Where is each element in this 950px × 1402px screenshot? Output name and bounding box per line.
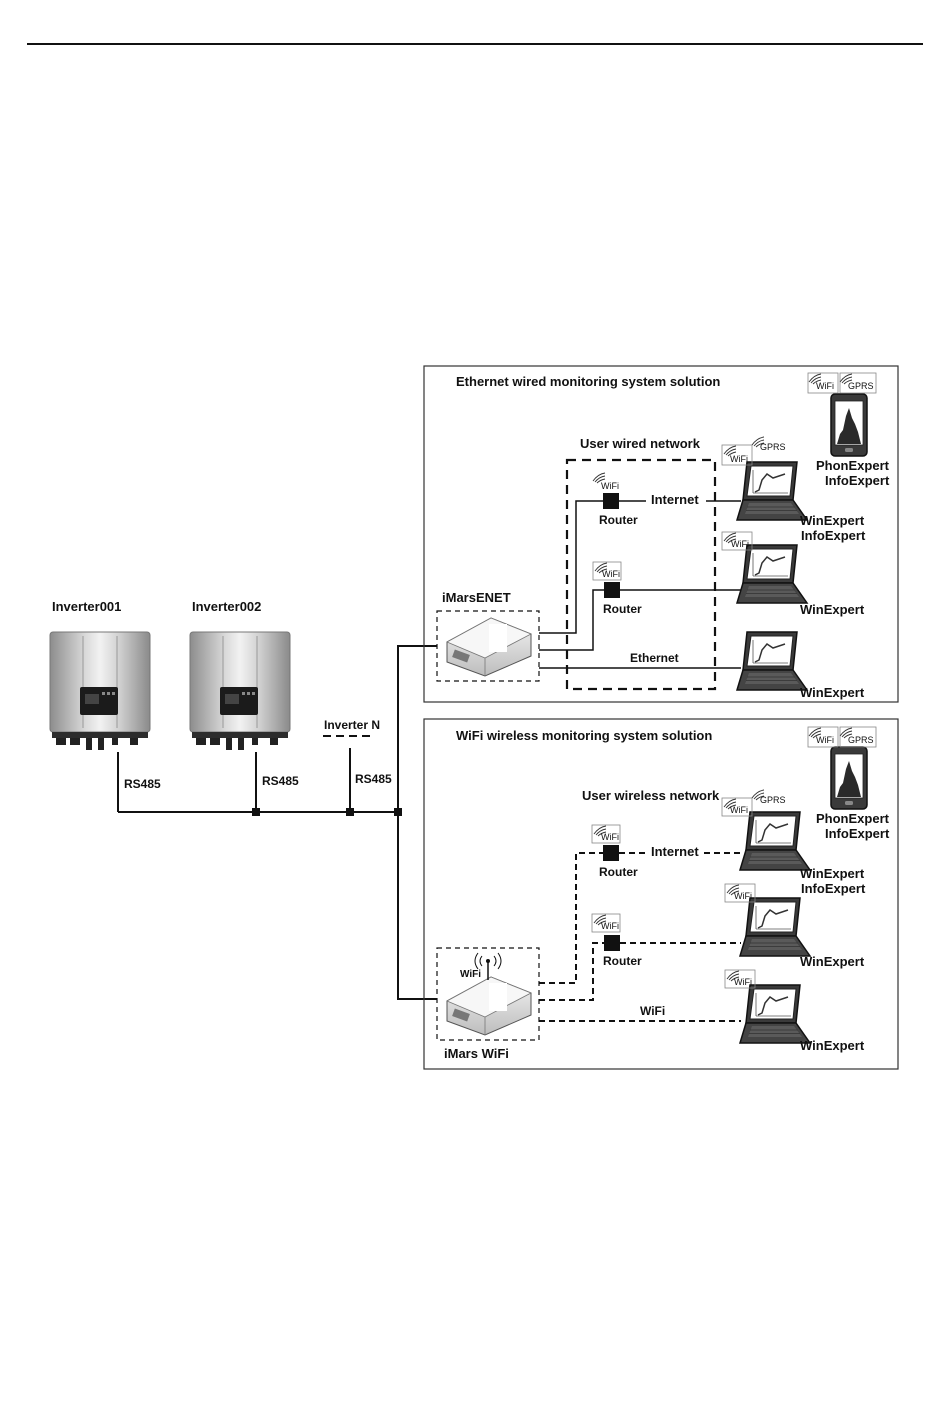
imarsenet-datalogger-icon [446,617,532,677]
imars-wifi-tag: WiFi [460,969,481,980]
bus-node [252,808,260,816]
wifi-link-label: WiFi [640,1004,665,1018]
wireless-pc2-label: WinExpert [800,954,865,969]
router-icon [604,935,620,951]
rs485-label-2: RS485 [262,774,299,788]
pc1-wifi-tag: WiFi [730,454,748,464]
wireless-pc3-label: WinExpert [800,1038,865,1053]
wphone-wifi-tag: WiFi [816,735,834,745]
laptop-icon [736,461,808,521]
router-wifi-tag: WiFi [601,832,619,842]
wired-phone-label-bottom: InfoExpert [825,473,890,488]
wireless-phone-label-top: PhonExpert [816,811,890,826]
wpc1-wifi-tag: WiFi [730,805,748,815]
imarsenet-box [436,610,540,682]
wireless-internet-label: Internet [651,844,699,859]
router-2-label: Router [603,602,642,616]
wired-pc2-label: WinExpert [800,602,865,617]
smartphone-icon [830,393,868,457]
router-icon [603,493,619,509]
wireless-panel [423,718,899,1070]
user-wired-network-label: User wired network [580,436,701,451]
imars-wifi-datalogger-icon [446,976,532,1036]
laptop-icon [739,897,811,957]
link-wifi-router2 [539,942,604,1001]
wireless-title: WiFi wireless monitoring system solution [456,728,712,743]
phone-gprs-tag: GPRS [848,381,874,391]
wired-title: Ethernet wired monitoring system solutio… [456,374,720,389]
wireless-router-2-label: Router [603,954,642,968]
imars-wifi-label: iMars WiFi [444,1046,509,1061]
ethernet-label: Ethernet [630,651,679,665]
router-icon [603,845,619,861]
inverter-001-icon [49,631,151,751]
laptop-icon [736,631,808,691]
inverter-002-icon [189,631,291,751]
imars-wifi-box [436,947,540,1041]
wired-pc1-label-bottom: InfoExpert [801,528,866,543]
wired-pc3-label: WinExpert [800,685,865,700]
smartphone-icon [830,746,868,810]
wired-phone-label-top: PhonExpert [816,458,890,473]
laptop-icon [736,544,808,604]
wired-internet-label: Internet [651,492,699,507]
router-wifi-tag: WiFi [602,569,620,579]
wpc2-wifi-tag: WiFi [734,891,752,901]
wireless-pc1-label-bottom: InfoExpert [801,881,866,896]
user-wired-network-box [565,458,717,691]
wireless-phone-label-bottom: InfoExpert [825,826,890,841]
router-wifi-tag: WiFi [601,921,619,931]
wireless-router-1-label: Router [599,865,638,879]
link-enet-router1 [539,500,603,634]
rs485-label-1: RS485 [124,777,161,791]
phone-wifi-tag: WiFi [816,381,834,391]
wpc1-gprs-tag: GPRS [760,795,786,805]
wired-pc1-label-top: WinExpert [800,513,865,528]
link-enet-router2 [539,589,604,651]
laptop-icon [739,811,811,871]
imarsenet-label: iMarsENET [442,590,511,605]
router-wifi-tag: WiFi [601,481,619,491]
inverter-001-label: Inverter001 [52,599,121,614]
bus-to-wifi [397,812,437,1000]
router-1-label: Router [599,513,638,527]
antenna-icon [474,952,502,980]
wireless-pc1-label-top: WinExpert [800,866,865,881]
wpc3-wifi-tag: WiFi [734,977,752,987]
link-wifi-router1 [539,852,603,984]
laptop-icon [739,984,811,1044]
user-wireless-network-label: User wireless network [582,788,720,803]
wired-panel [423,365,899,703]
router-icon [604,582,620,598]
pc2-wifi-tag: WiFi [731,539,749,549]
bus-to-enet [397,645,437,812]
inverter-n-label: Inverter N [324,718,380,732]
inverter-002-label: Inverter002 [192,599,261,614]
rs485-label-n: RS485 [355,772,392,786]
bus-node [346,808,354,816]
pc1-gprs-tag: GPRS [760,442,786,452]
wphone-gprs-tag: GPRS [848,735,874,745]
